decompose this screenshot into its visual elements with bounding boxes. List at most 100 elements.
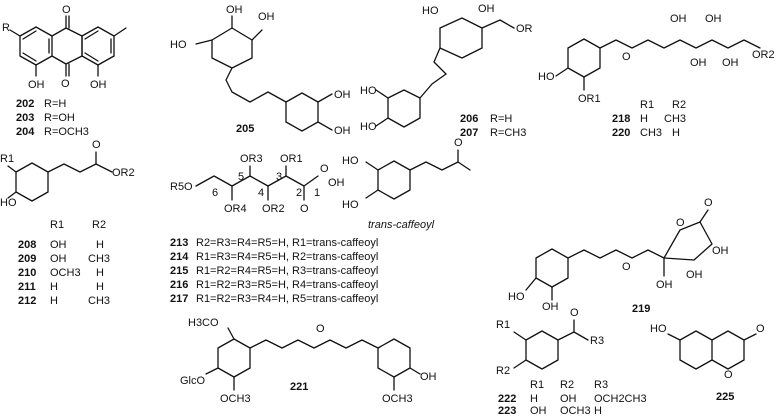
substituent-label: R1=R2=R3=R4=H, R5=trans-caffeoyl (196, 293, 378, 305)
compound-number: 202 (16, 98, 34, 110)
atom-ho: HO (508, 291, 525, 303)
compound-number: 217 (170, 293, 188, 305)
atom-ho: HO (342, 155, 359, 167)
table-cell: H (594, 405, 602, 416)
atom-oh: OH (686, 269, 703, 281)
table-header: R1 (640, 99, 654, 111)
carbon-number: 1 (314, 187, 320, 199)
table-cell: CH3 (640, 127, 662, 139)
atom-r2: R2 (496, 365, 510, 377)
substituent-label: R1=R3=R4=R5=H, R2=trans-caffeoyl (196, 251, 378, 263)
structure-218 (555, 38, 761, 91)
carbon-number: 4 (258, 187, 264, 199)
compound-number: 206 (460, 113, 478, 125)
atom-oh: OH (258, 11, 275, 23)
table-cell: OH (560, 393, 577, 405)
atom-oh: OH (226, 4, 243, 16)
atom-oh: OH (28, 79, 45, 91)
table-cell: OCH3 (50, 267, 81, 279)
atom-glco: GlcO (180, 375, 206, 387)
atom-oh: OH (542, 301, 559, 313)
atom-o: O (454, 137, 463, 149)
atom-ho: HO (360, 121, 377, 133)
atom-h3co: H3CO (188, 317, 219, 329)
structure-222 (513, 319, 589, 370)
table-cell: CH3 (88, 253, 110, 265)
compound-number: 216 (170, 279, 188, 291)
structure-221 (205, 327, 421, 391)
compound-number: 222 (498, 393, 516, 405)
atom-or3: OR3 (240, 153, 263, 165)
substituent-label: R1=R2=R3=R5=H, R4=trans-caffeoyl (196, 279, 378, 291)
atom-o: O (676, 217, 685, 229)
atom-ho: HO (170, 39, 187, 51)
atom-r1: R1 (0, 153, 14, 165)
atom-ho: HO (0, 197, 17, 209)
substituent-label: R2=R3=R4=R5=H, R1=trans-caffeoyl (196, 237, 378, 249)
table-cell: H (96, 267, 104, 279)
table-cell: H (672, 127, 680, 139)
table-cell: H (96, 239, 104, 251)
compound-number: 204 (16, 126, 35, 138)
atom-ho: HO (422, 5, 439, 17)
table-cell: OCH3 (560, 405, 591, 416)
carbon-number: 3 (276, 171, 282, 183)
atom-oh: OH (690, 57, 707, 69)
table-cell: OH (50, 239, 67, 251)
atom-or: OR (516, 23, 533, 35)
table-cell: H (50, 281, 58, 293)
table-cell: H (50, 295, 58, 307)
compound-number: 220 (612, 127, 630, 139)
compound-number: 205 (236, 123, 254, 135)
table-cell: H (96, 281, 104, 293)
structure-205 (195, 15, 333, 132)
atom-o: O (61, 78, 70, 90)
atom-or4: OR4 (224, 203, 247, 215)
table-cell: CH3 (88, 295, 110, 307)
compound-number: 213 (170, 237, 188, 249)
structure-225 (667, 330, 757, 370)
atom-oh: OH (328, 177, 345, 189)
atom-oh: OH (705, 13, 722, 25)
atom-o: O (622, 51, 631, 63)
substituent-label: R=CH3 (490, 127, 526, 139)
compound-number: 209 (18, 253, 36, 265)
atom-ho: HO (342, 199, 359, 211)
structure-208 (7, 151, 113, 202)
atom-o: O (62, 4, 71, 16)
compound-number: 210 (18, 267, 36, 279)
carbon-number: 5 (238, 171, 244, 183)
structure-219 (525, 209, 713, 301)
substituent-label: R=H (490, 113, 512, 125)
atom-or1: OR1 (280, 153, 303, 165)
atom-oh: OH (334, 125, 351, 137)
atom-oh: OH (334, 89, 351, 101)
atom-oh: OH (420, 371, 437, 383)
atom-oh: OH (478, 3, 495, 15)
table-header: R1 (530, 379, 544, 391)
compound-number: 218 (612, 113, 630, 125)
compound-number: 221 (290, 381, 308, 393)
substituent-label: R=OH (44, 112, 75, 124)
structure-trans-caffeoyl (365, 149, 471, 200)
atom-r3: R3 (590, 335, 604, 347)
atom-o: O (704, 197, 713, 209)
atom-r5o: R5O (170, 181, 193, 193)
atom-ho: HO (360, 85, 377, 97)
atom-oh: OH (90, 79, 107, 91)
compound-number: 219 (632, 303, 650, 315)
compound-number: 211 (18, 281, 36, 293)
atom-or2: OR2 (752, 49, 775, 61)
atom-o: O (320, 163, 329, 175)
table-cell: OCH2CH3 (594, 393, 647, 405)
compound-number: 214 (170, 251, 189, 263)
compound-number: 223 (498, 405, 516, 416)
atom-oh: OH (712, 245, 729, 257)
atom-r1: R1 (496, 319, 510, 331)
table-cell: H (640, 113, 648, 125)
atom-or1: OR1 (578, 93, 601, 105)
compound-number: 208 (18, 239, 36, 251)
substituent-label: R1=R2=R4=R5=H, R3=trans-caffeoyl (196, 265, 378, 277)
table-cell: H (530, 393, 538, 405)
